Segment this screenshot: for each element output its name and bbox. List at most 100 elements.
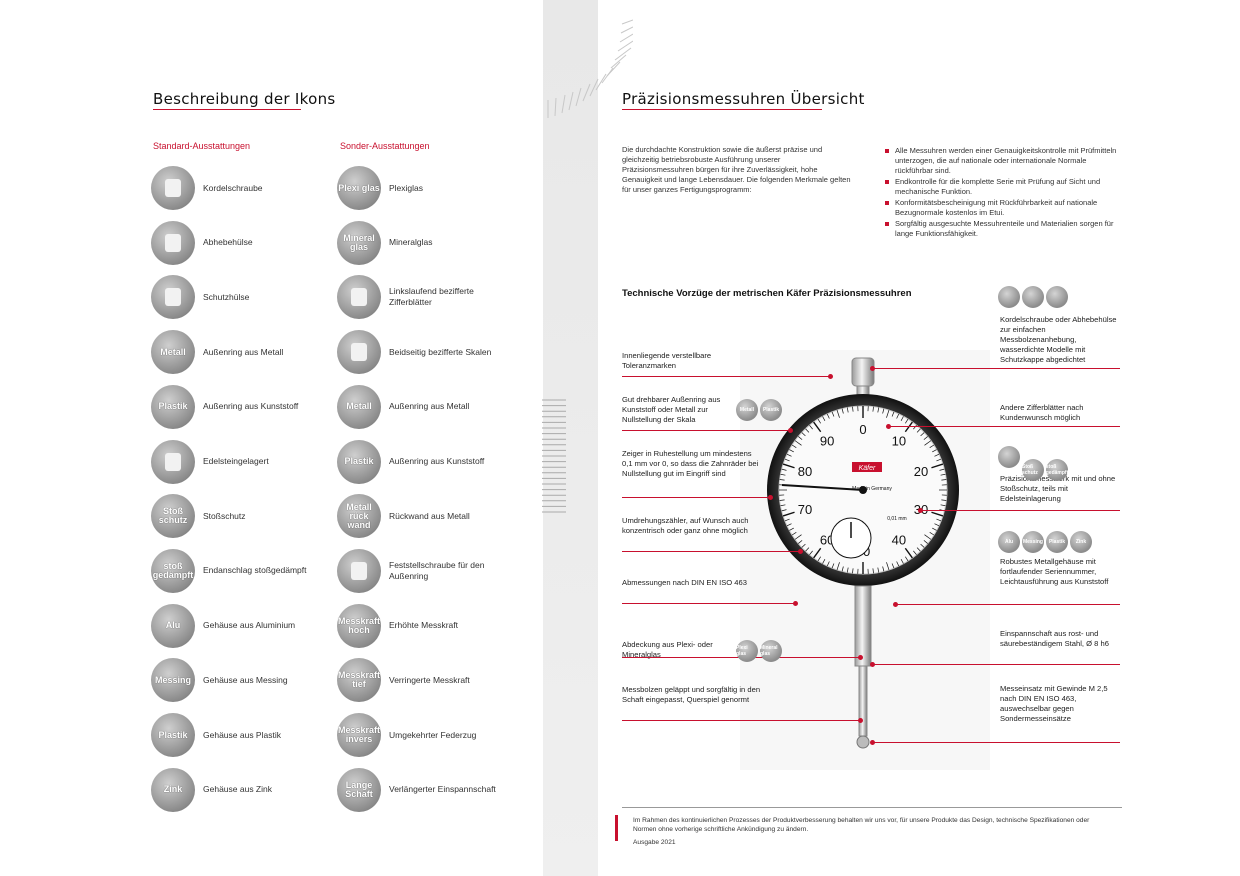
dial-tick — [813, 547, 822, 559]
standard-label: Gehäuse aus Aluminium — [203, 620, 296, 631]
dial-tick — [929, 444, 935, 448]
dial-tick — [877, 567, 880, 573]
bullet-text: Sorgfältig ausgesuchte Messuhrenteile un… — [895, 219, 1114, 238]
dial-tick — [805, 547, 810, 552]
dial-number: 80 — [798, 464, 812, 479]
sonder-label: Außenring aus Kunststoff — [389, 456, 485, 466]
left-dial-icon — [337, 275, 381, 320]
standard-label: Gehäuse aus Plastik — [203, 729, 281, 740]
dial-tick — [801, 432, 806, 437]
annotation-line — [872, 664, 1120, 665]
mini-plastik-icon: Plastik — [1046, 531, 1068, 553]
annotation-dot — [870, 662, 875, 667]
feature-bullet: Alle Messuhren werden einer Genauigkeits… — [885, 146, 1125, 176]
left-annotation: Abdeckung aus Plexi- oder Mineralglas — [622, 640, 713, 659]
metal-back-icon: Metall rück wand — [337, 494, 381, 539]
dial-number: 90 — [820, 434, 834, 449]
icon-shape — [165, 233, 181, 252]
dial-tick — [831, 563, 835, 569]
icon-caption: Metall — [160, 346, 186, 357]
annotation-dot — [798, 549, 803, 554]
icon-caption: Messing — [154, 674, 191, 685]
bullet-marker — [885, 222, 889, 226]
right-annotation: Andere Zifferblätter nach Kundenwunsch m… — [1000, 403, 1084, 422]
dial-tick — [786, 523, 792, 527]
dial-tick — [891, 411, 895, 417]
metal-ring-icon: Metall — [151, 330, 195, 375]
annotation-line — [872, 742, 1120, 743]
annotation-dot — [886, 424, 891, 429]
dial-number: 0 — [859, 422, 866, 437]
dial-tick — [791, 532, 797, 536]
icon-caption: Messkraft hoch — [337, 615, 381, 635]
sonder-label: Linkslaufend bezifferte Zifferblätter — [389, 286, 474, 308]
feature-bullet: Endkontrolle für die komplette Serie mit… — [885, 177, 1125, 197]
dial-tick — [809, 550, 813, 555]
left-annotation: Abmessungen nach DIN EN ISO 463 — [622, 578, 747, 587]
bullet-text: Konformitätsbescheinigung mit Rückführba… — [895, 198, 1098, 217]
right-annotation: Messeinsatz mit Gewinde M 2,5 nach DIN E… — [1000, 684, 1108, 723]
standard-label: Stoßschutz — [203, 510, 246, 521]
sonder-row: Beidseitig bezifferte Skalen — [337, 330, 499, 375]
annotation-dot — [828, 374, 833, 379]
standard-row: Messing Gehäuse aus Messing — [151, 658, 313, 703]
standard-label: Außenring aus Kunststoff — [203, 401, 299, 412]
right-annotation: Einspannschaft aus rost- und säurebestän… — [1000, 629, 1109, 648]
dial-tick — [939, 468, 945, 471]
dial-number: 40 — [892, 532, 906, 547]
force-low-icon: Messkraft tief — [337, 658, 381, 703]
dial-tick — [780, 473, 786, 476]
dial-tick — [782, 463, 795, 469]
force-invers-icon: Messkraft invers — [337, 713, 381, 757]
dial-tick — [794, 534, 802, 540]
annotation-line — [888, 426, 1120, 427]
dial-tick — [846, 407, 849, 413]
icon-caption: Mineral glas — [343, 232, 375, 252]
standard-label: Gehäuse aus Zink — [203, 784, 272, 795]
jewel-bearing-icon — [151, 439, 195, 484]
footer-note: Im Rahmen des kontinuierlichen Prozesses… — [633, 817, 1090, 833]
annotation-dot — [858, 655, 863, 660]
left-annotation: Messbolzen geläppt und sorgfältig in den… — [622, 685, 761, 704]
dial-tick — [891, 563, 895, 569]
icon-shape — [165, 452, 181, 471]
shock-protection-icon: Stoß schutz — [151, 494, 195, 539]
mini-alu-icon: Alu — [998, 531, 1020, 553]
annotation-line — [622, 430, 790, 431]
dial-tick — [905, 418, 909, 424]
standard-label: Edelsteingelagert — [203, 456, 269, 466]
dial-tick — [923, 436, 928, 440]
annotation-dot — [768, 495, 773, 500]
bullet-marker — [885, 180, 889, 184]
dial-brand: Käfer — [859, 465, 876, 472]
dial-tick — [822, 559, 826, 564]
icon-caption: Lange Schaft — [345, 779, 373, 799]
standard-label: Kordelschraube — [203, 182, 263, 193]
dial-number: 20 — [914, 464, 928, 479]
dial-tick — [924, 440, 932, 446]
standard-label: Gehäuse aus Messing — [203, 674, 288, 685]
plastic-ring-icon: Plastik — [151, 384, 195, 429]
sonder-label: Umgekehrter Federzug — [389, 729, 477, 740]
dial-tick — [934, 453, 940, 457]
annotation-line — [920, 510, 1120, 511]
dial-tick — [786, 453, 792, 457]
dial-tick — [780, 504, 786, 507]
dial-tick — [817, 418, 821, 424]
icon-caption: Metall rück wand — [346, 501, 372, 530]
icon-caption: Plastik — [344, 456, 374, 466]
mini-movement-icons: Stoß schutzstoß gedämpft — [998, 446, 1070, 481]
annotation-line — [622, 603, 795, 604]
annotation-dot — [870, 740, 875, 745]
annotation-dot — [870, 366, 875, 371]
dial-tick — [924, 534, 932, 540]
icon-shape — [351, 288, 367, 307]
annotation-dot — [793, 601, 798, 606]
dial-tick — [789, 527, 794, 531]
